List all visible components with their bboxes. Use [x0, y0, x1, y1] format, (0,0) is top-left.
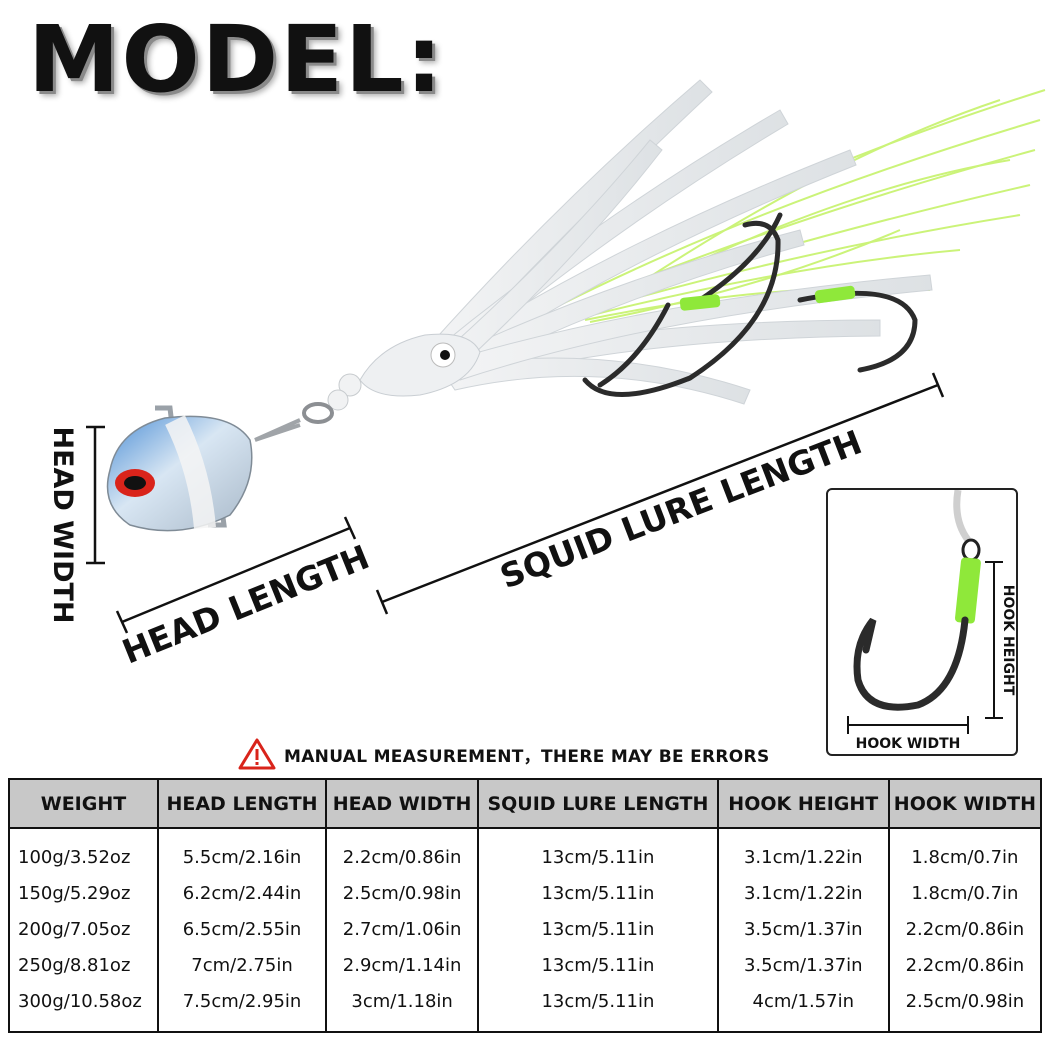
- cell-hook-height: 3.5cm/1.37in: [716, 947, 890, 983]
- cell-head-length: 7.5cm/2.95in: [156, 983, 328, 1033]
- cell-hook-width: 2.5cm/0.98in: [887, 983, 1043, 1033]
- jig-head: [106, 405, 253, 532]
- cell-hook-height: 3.1cm/1.22in: [716, 828, 890, 875]
- warning-triangle-icon: [238, 738, 276, 770]
- cell-head-length: 7cm/2.75in: [156, 947, 328, 983]
- cell-weight: 300g/10.58oz: [8, 983, 159, 1033]
- head-width-dimension: [86, 425, 105, 565]
- header-head-width: HEAD WIDTH: [325, 778, 480, 829]
- table-row: 100g/3.52oz 5.5cm/2.16in 2.2cm/0.86in 13…: [8, 828, 1043, 875]
- cell-head-width: 2.7cm/1.06in: [325, 911, 480, 947]
- cell-head-length: 6.2cm/2.44in: [156, 875, 328, 911]
- measurement-warning: MANUAL MEASUREMENT，THERE MAY BE ERRORS: [238, 738, 769, 770]
- lure-diagram: HEAD WIDTH HEAD LENGTH SQUID LURE LENGTH: [47, 79, 1046, 672]
- squid-length-label: SQUID LURE LENGTH: [495, 422, 867, 596]
- header-hook-height: HOOK HEIGHT: [716, 778, 890, 829]
- cell-head-width: 3cm/1.18in: [325, 983, 480, 1033]
- hook-width-label: HOOK WIDTH: [856, 736, 961, 752]
- spec-table: WEIGHT HEAD LENGTH HEAD WIDTH SQUID LURE…: [8, 778, 1043, 1033]
- table-row: 300g/10.58oz 7.5cm/2.95in 3cm/1.18in 13c…: [8, 983, 1043, 1033]
- cell-hook-height: 4cm/1.57in: [716, 983, 890, 1033]
- squid-length-dimension: [375, 372, 945, 615]
- cell-weight: 150g/5.29oz: [8, 875, 159, 911]
- header-hook-width: HOOK WIDTH: [887, 778, 1043, 829]
- header-weight: WEIGHT: [8, 778, 159, 829]
- table-row: 150g/5.29oz 6.2cm/2.44in 2.5cm/0.98in 13…: [8, 875, 1043, 911]
- cell-hook-height: 3.5cm/1.37in: [716, 911, 890, 947]
- table-header-row: WEIGHT HEAD LENGTH HEAD WIDTH SQUID LURE…: [8, 778, 1043, 829]
- head-length-dimension: [115, 516, 357, 634]
- squid-skirt: [429, 79, 933, 405]
- hook-icon: HOOK HEIGHT HOOK WIDTH: [847, 489, 1016, 752]
- head-width-label: HEAD WIDTH: [47, 426, 78, 623]
- cell-weight: 100g/3.52oz: [8, 828, 159, 875]
- cell-head-width: 2.5cm/0.98in: [325, 875, 480, 911]
- swivel: [254, 373, 362, 442]
- cell-head-width: 2.2cm/0.86in: [325, 828, 480, 875]
- cell-weight: 200g/7.05oz: [8, 911, 159, 947]
- hook-threads: [679, 285, 856, 311]
- head-length-label: HEAD LENGTH: [117, 537, 375, 671]
- cell-head-length: 6.5cm/2.55in: [156, 911, 328, 947]
- squid-body: [359, 333, 481, 397]
- cell-head-width: 2.9cm/1.14in: [325, 947, 480, 983]
- warning-text: MANUAL MEASUREMENT，THERE MAY BE ERRORS: [284, 746, 770, 767]
- header-head-length: HEAD LENGTH: [156, 778, 328, 829]
- cell-hook-height: 3.1cm/1.22in: [716, 875, 890, 911]
- cell-squid-lure-length: 13cm/5.11in: [477, 911, 719, 947]
- cell-hook-width: 1.8cm/0.7in: [887, 875, 1043, 911]
- table-row: 200g/7.05oz 6.5cm/2.55in 2.7cm/1.06in 13…: [8, 911, 1043, 947]
- cell-squid-lure-length: 13cm/5.11in: [477, 828, 719, 875]
- cell-weight: 250g/8.81oz: [8, 947, 159, 983]
- cell-hook-width: 1.8cm/0.7in: [887, 828, 1043, 875]
- cell-squid-lure-length: 13cm/5.11in: [477, 947, 719, 983]
- header-squid-lure-length: SQUID LURE LENGTH: [477, 778, 719, 829]
- cell-head-length: 5.5cm/2.16in: [156, 828, 328, 875]
- cell-squid-lure-length: 13cm/5.11in: [477, 875, 719, 911]
- cell-hook-width: 2.2cm/0.86in: [887, 911, 1043, 947]
- cell-hook-width: 2.2cm/0.86in: [887, 947, 1043, 983]
- page-title: MODEL:: [28, 6, 445, 113]
- hook-detail-inset: HOOK HEIGHT HOOK WIDTH: [826, 488, 1018, 756]
- table-row: 250g/8.81oz 7cm/2.75in 2.9cm/1.14in 13cm…: [8, 947, 1043, 983]
- hook-height-label: HOOK HEIGHT: [1000, 585, 1016, 696]
- cell-squid-lure-length: 13cm/5.11in: [477, 983, 719, 1033]
